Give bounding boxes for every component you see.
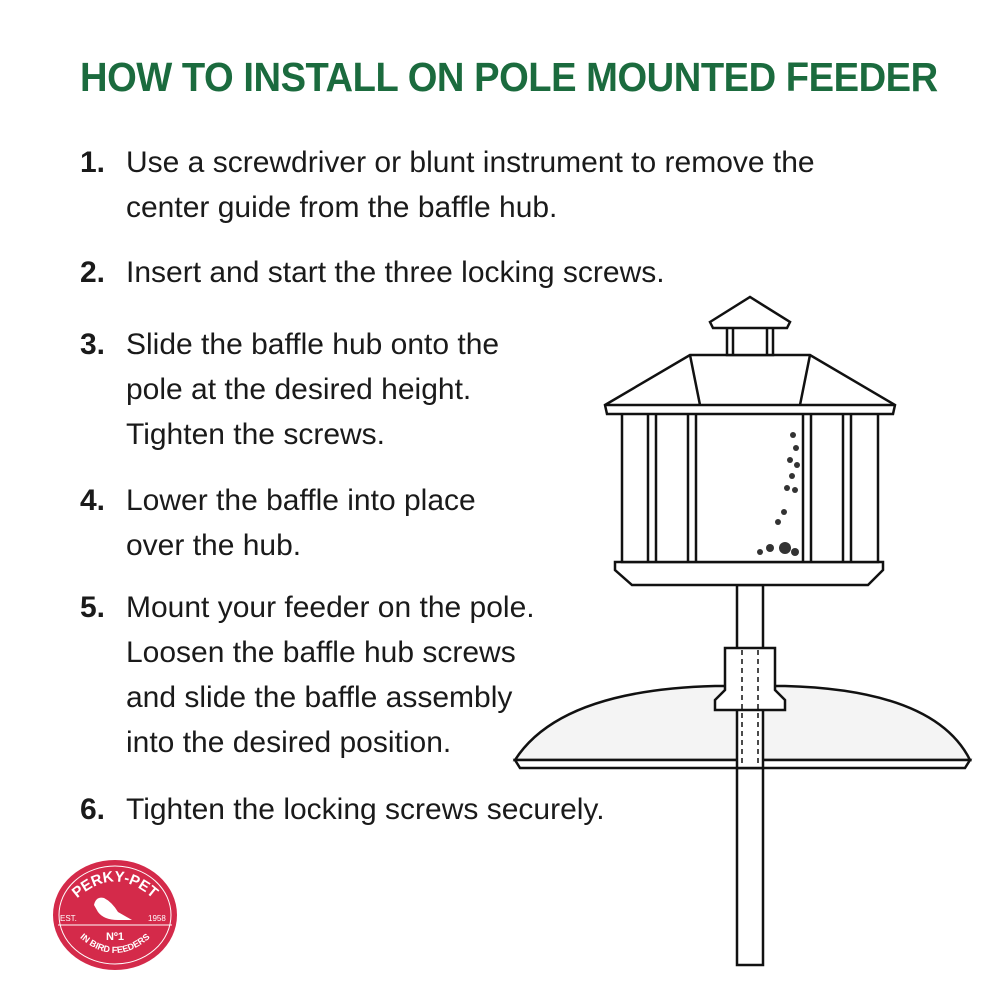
step-6: 6. Tighten the locking screws securely. [80, 787, 605, 832]
bird-icon [94, 897, 132, 920]
step-number: 4. [80, 484, 106, 517]
feeder-body [620, 408, 880, 564]
svg-text:1958: 1958 [148, 914, 166, 923]
step-4: 4. Lower the baffle into place over the h… [80, 478, 476, 568]
step-number: 3. [80, 328, 106, 361]
step-text: Lower the baffle into place over the hub… [126, 484, 476, 562]
svg-text:Nº1: Nº1 [106, 931, 124, 943]
feeder-tray [613, 560, 885, 587]
step-text: Tighten the locking screws securely. [126, 793, 605, 826]
step-1: 1. Use a screwdriver or blunt instrument … [80, 140, 815, 230]
step-number: 6. [80, 793, 106, 826]
pole [735, 583, 765, 967]
roof-finial [708, 295, 792, 330]
step-number: 5. [80, 591, 106, 624]
step-number: 1. [80, 146, 106, 179]
step-text: Insert and start the three locking screw… [126, 256, 665, 289]
step-3: 3. Slide the baffle hub onto the pole at … [80, 322, 499, 457]
step-text: Mount your feeder on the pole. Loosen th… [126, 591, 535, 759]
seeds [757, 432, 800, 556]
step-text: Slide the baffle hub onto the pole at th… [126, 328, 500, 451]
step-2: 2. Insert and start the three locking scr… [80, 250, 665, 295]
step-5: 5. Mount your feeder on the pole. Loosen … [80, 585, 535, 765]
baffle-hub [713, 646, 787, 712]
perky-pet-logo: PERKY-PET IN BIRD FEEDERS EST. 1958 Nº1 [53, 860, 177, 970]
step-text: Use a screwdriver or blunt instrument to… [126, 146, 815, 224]
svg-text:EST.: EST. [60, 914, 77, 923]
step-number: 2. [80, 256, 106, 289]
page-title: HOW TO INSTALL ON POLE MOUNTED FEEDER [80, 54, 938, 100]
